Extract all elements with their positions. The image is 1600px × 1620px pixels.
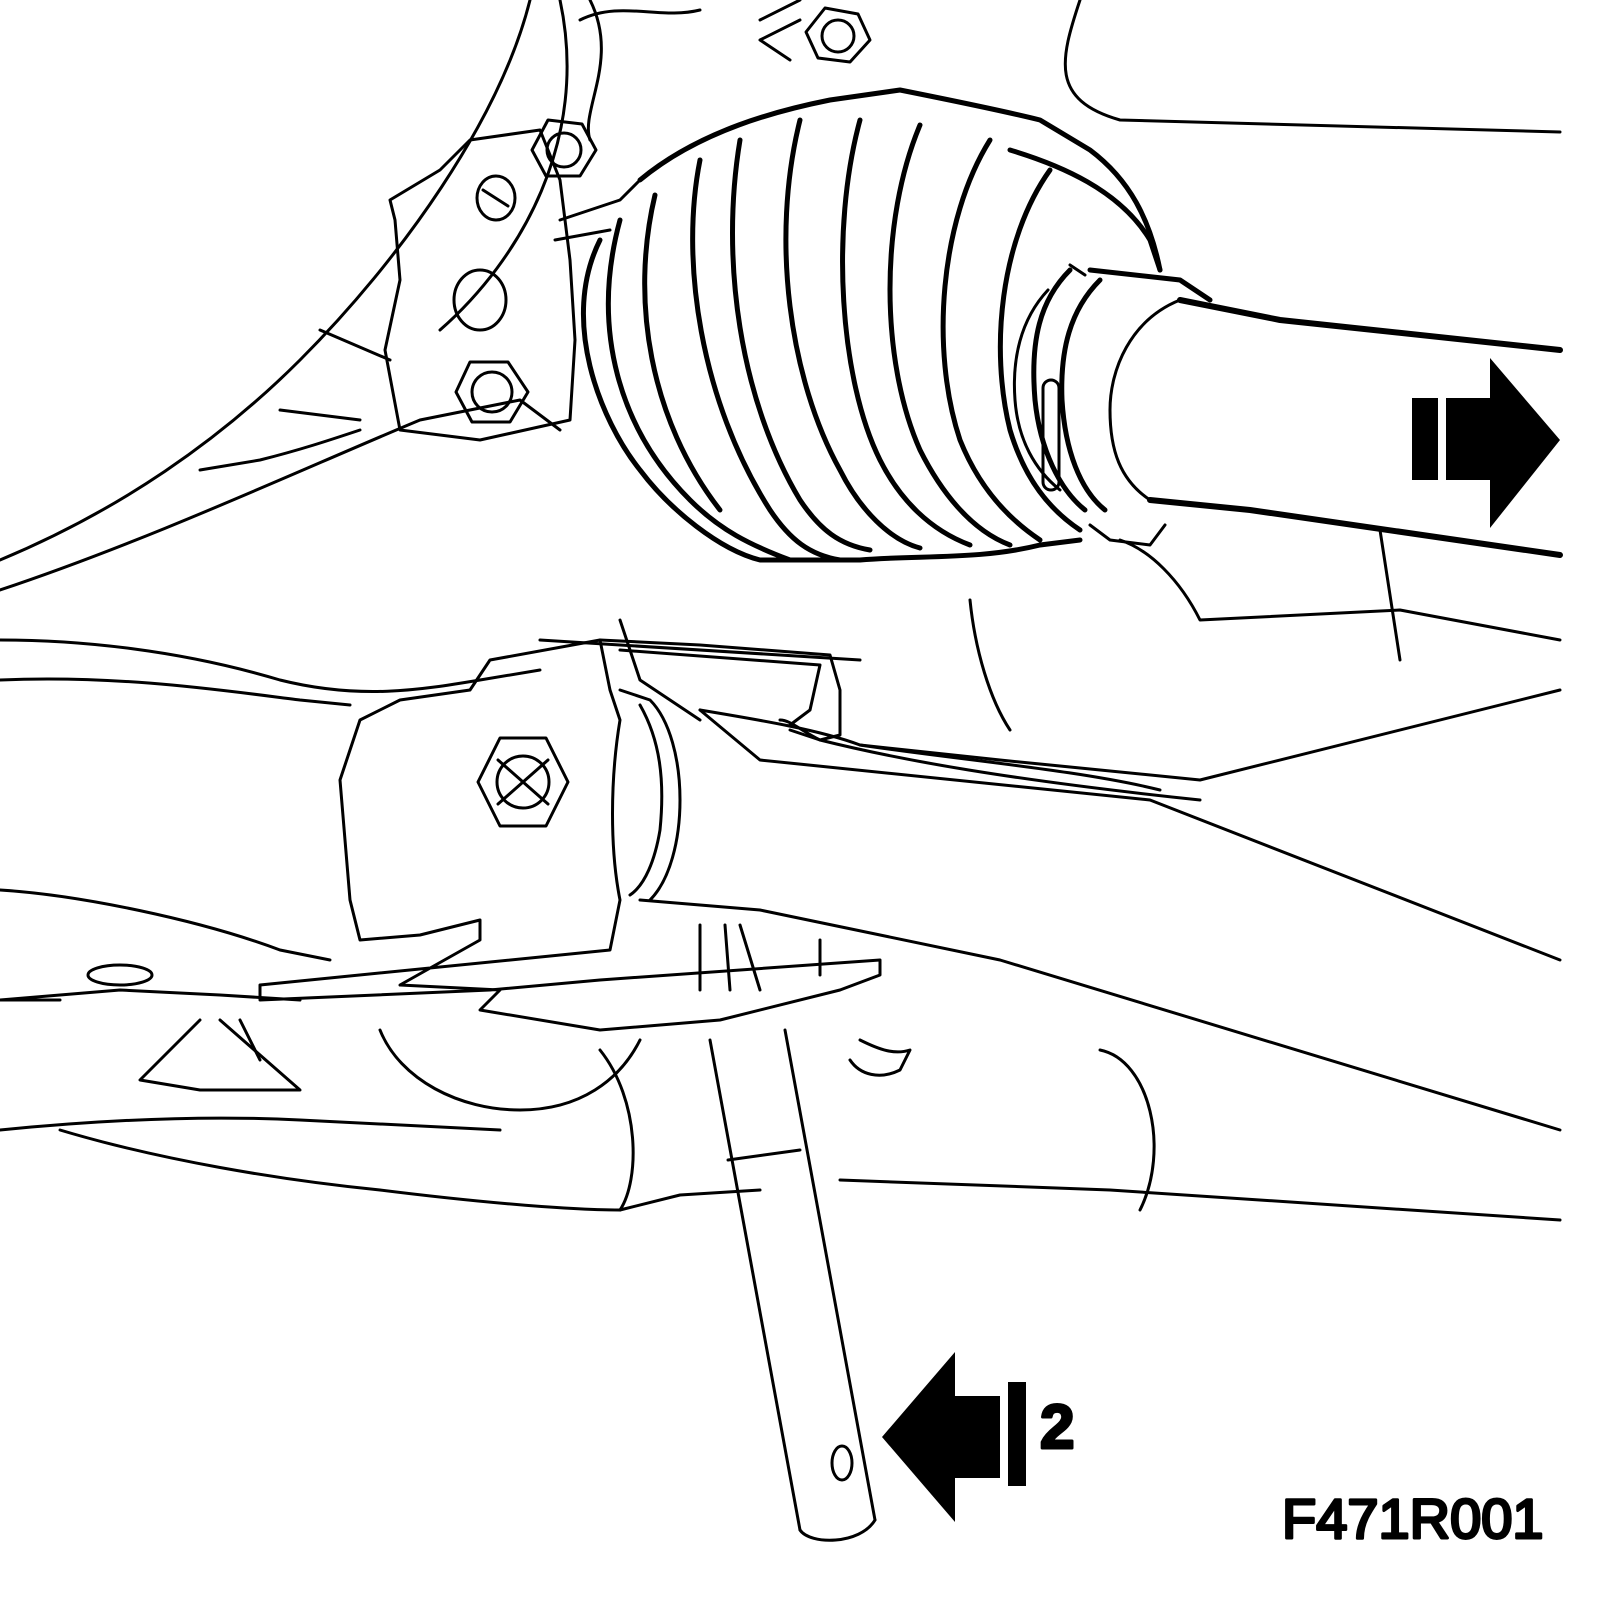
bolt-top [758, 0, 872, 64]
lower-control-arm [538, 618, 1562, 1132]
callout-number: 2 [1040, 1393, 1074, 1462]
boot-clamp [1012, 263, 1213, 547]
arrow-left-icon [882, 1352, 1026, 1522]
arrow-right-icon [1412, 358, 1560, 528]
cv-joint-boot [580, 87, 1163, 563]
bolt-upper-left [530, 118, 598, 178]
knuckle-flange [383, 8, 702, 442]
subframe [0, 638, 1562, 1222]
tool-drift [708, 1028, 877, 1542]
drive-shaft [1108, 297, 1563, 558]
bolt-middle-left [454, 360, 530, 424]
figure-code: F471R001 [1282, 1487, 1544, 1550]
bushing-bracket [258, 638, 912, 1077]
bushing-bolt [476, 736, 570, 828]
body-panel [0, 0, 1562, 732]
